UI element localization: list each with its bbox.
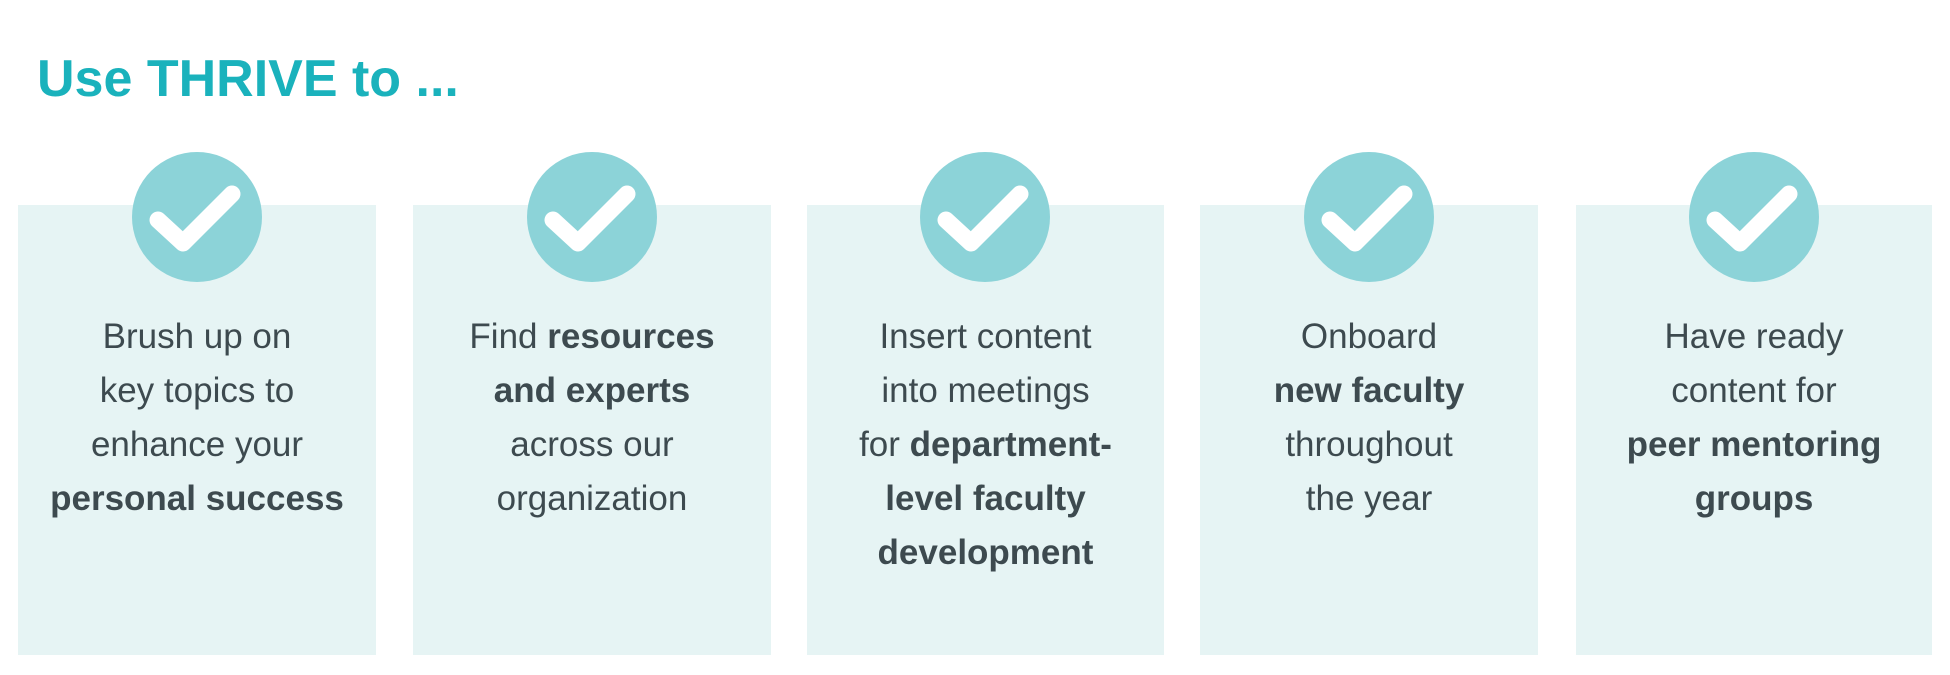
text-segment: Find — [469, 317, 548, 356]
bold-text: development — [877, 533, 1094, 572]
card-text: Find resources and experts across our organ… — [413, 310, 771, 526]
bold-text: department- — [909, 425, 1112, 464]
card-text-line: the year — [1200, 472, 1538, 526]
text-segment: for — [859, 425, 910, 464]
check-icon — [920, 152, 1050, 282]
card-text: Onboard new faculty throughout the year — [1200, 310, 1538, 526]
bold-text: groups — [1694, 479, 1814, 518]
card-text-line: development — [807, 526, 1164, 580]
check-icon — [132, 152, 262, 282]
bold-text: peer mentoring — [1626, 425, 1882, 464]
check-icon — [1689, 152, 1819, 282]
bold-text: resources — [547, 317, 715, 356]
text-segment: Brush up on — [102, 317, 292, 356]
card-text-line: for department- — [807, 418, 1164, 472]
card-text: Have ready content for peer mentoring group… — [1576, 310, 1932, 526]
card-text-line: personal success — [18, 472, 376, 526]
check-icon — [527, 152, 657, 282]
text-segment: organization — [496, 479, 688, 518]
card-text-line: across our — [413, 418, 771, 472]
card-text-line: Brush up on — [18, 310, 376, 364]
text-segment: Insert content — [879, 317, 1092, 356]
bold-text: and experts — [493, 371, 691, 410]
bold-text: new faculty — [1273, 371, 1465, 410]
page-title: Use THRIVE to ... — [37, 50, 459, 108]
card-text: Brush up on key topics to enhance your pers… — [18, 310, 376, 526]
text-segment: into meetings — [881, 371, 1090, 410]
text-segment: Have ready — [1664, 317, 1844, 356]
card-text-line: level faculty — [807, 472, 1164, 526]
card-text-line: into meetings — [807, 364, 1164, 418]
card-text-line: Insert content — [807, 310, 1164, 364]
card-text-line: Onboard — [1200, 310, 1538, 364]
bold-text: personal success — [50, 479, 344, 518]
text-segment: the year — [1305, 479, 1433, 518]
card-text-line: Have ready — [1576, 310, 1932, 364]
card-text-line: groups — [1576, 472, 1932, 526]
text-segment: across our — [510, 425, 674, 464]
card-text-line: content for — [1576, 364, 1932, 418]
card-text-line: key topics to — [18, 364, 376, 418]
card-text-line: organization — [413, 472, 771, 526]
check-icon — [1304, 152, 1434, 282]
card-text-line: throughout — [1200, 418, 1538, 472]
bold-text: level faculty — [885, 479, 1086, 518]
card-text: Insert content into meetings for departmen… — [807, 310, 1164, 580]
card-text-line: new faculty — [1200, 364, 1538, 418]
card-text-line: enhance your — [18, 418, 376, 472]
card-text-line: and experts — [413, 364, 771, 418]
text-segment: key topics to — [99, 371, 295, 410]
card-text-line: Find resources — [413, 310, 771, 364]
text-segment: Onboard — [1300, 317, 1438, 356]
text-segment: throughout — [1285, 425, 1453, 464]
text-segment: content for — [1671, 371, 1837, 410]
card-text-line: peer mentoring — [1576, 418, 1932, 472]
text-segment: enhance your — [90, 425, 304, 464]
